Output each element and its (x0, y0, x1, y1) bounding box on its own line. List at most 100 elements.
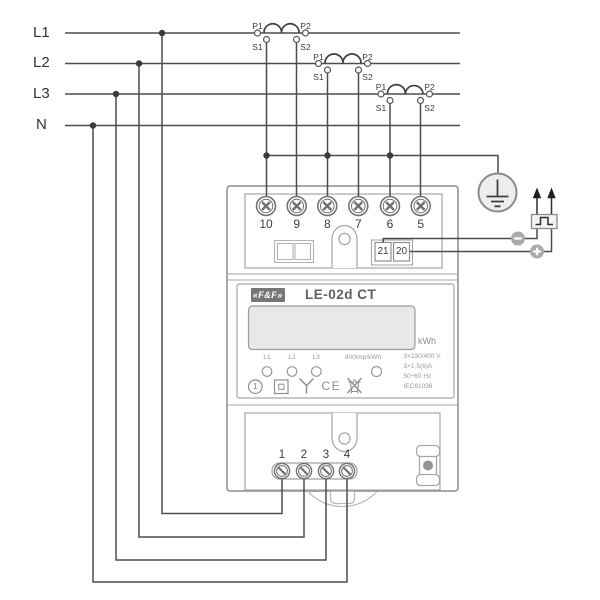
ct-p1-terminal (314, 59, 323, 68)
ce-mark: CE (321, 379, 342, 393)
ct-s1-terminal (323, 66, 332, 74)
indicator-l3-label: L3 (312, 354, 320, 362)
wye-network-icon (298, 377, 315, 394)
ct-s1-terminal (386, 96, 394, 105)
terminal-2-label: 2 (300, 449, 308, 461)
keyhole-mount-top (331, 224, 358, 268)
terminal-10-label: 10 (259, 216, 273, 231)
junction-dots (89, 29, 394, 159)
terminal-5-label: 5 (417, 216, 425, 231)
ct1-p1-label: P1 (252, 21, 263, 31)
spec-voltage: 3×230/400 V (403, 352, 441, 360)
ct1-s2-label: S2 (300, 41, 311, 52)
plus-terminal-icon (530, 244, 544, 259)
ct-p1-terminal (377, 90, 385, 98)
weee-bin-icon (347, 377, 362, 394)
screw-terminal-10 (255, 195, 277, 217)
indicator-l1-label: L1 (263, 354, 271, 362)
screw-terminal-1 (273, 462, 291, 480)
spec-frequency: 50÷60 Hz (403, 373, 432, 381)
ct2-p2-label: P2 (362, 51, 373, 62)
model-label: LE-02d CT (305, 286, 377, 302)
ct-s2-terminal (354, 66, 363, 74)
led-l2 (286, 366, 298, 377)
bottom-screw-terminals (273, 462, 356, 480)
mount-hole (338, 232, 351, 246)
din-clip-pin (423, 460, 433, 471)
ct3-s1-label: S1 (375, 102, 387, 113)
ct3-s2-label: S2 (424, 102, 435, 113)
top-screw-terminals (255, 195, 431, 217)
double-insulation-icon (273, 379, 289, 395)
din-clip (415, 444, 441, 487)
ct-p2-terminal (425, 90, 434, 98)
ct-p1-terminal (253, 29, 262, 37)
terminal-9-label: 9 (293, 216, 301, 231)
minus-terminal-icon (511, 231, 525, 246)
pulse-waveform-icon (535, 216, 553, 226)
impulse-led (370, 365, 383, 378)
wire-l3-to-terminal3 (115, 94, 327, 561)
spec-current: 3×1,5(6)A (403, 362, 433, 370)
keyhole-mount-bottom (331, 413, 358, 453)
din-rail-arc (307, 491, 378, 508)
pulse-output-device (530, 187, 558, 230)
current-transformer-2 (314, 53, 372, 74)
ct1-p2-label: P2 (300, 21, 311, 31)
neutral-label: N (36, 116, 47, 133)
screw-terminal-4 (338, 462, 356, 480)
terminal-1-label: 1 (278, 449, 286, 461)
led-l3 (310, 366, 322, 377)
unit-label: kWh (418, 336, 436, 346)
screw-terminal-9 (286, 195, 307, 217)
phase-label-l1: L1 (33, 23, 50, 41)
ct-coil (386, 83, 424, 94)
screw-terminal-5 (410, 195, 431, 217)
terminal-20-label: 20 (395, 245, 408, 257)
current-transformer-1 (253, 22, 310, 44)
terminal-7-label: 7 (354, 216, 362, 231)
seal-window (273, 239, 315, 264)
brand-logo: «F&F» (250, 288, 285, 302)
ct2-p1-label: P1 (313, 51, 324, 62)
accuracy-class-label: 1 (253, 382, 258, 391)
ct-coil (324, 53, 362, 64)
phase-label-l3: L3 (33, 84, 50, 102)
current-transformer-3 (377, 83, 434, 105)
brand-logo-text: «F&F» (252, 289, 283, 300)
din-slider-tab (329, 491, 356, 505)
wire-21-minus (382, 228, 538, 243)
ct3-p2-label: P2 (424, 82, 435, 92)
arrow-up-icons (532, 187, 556, 214)
ct2-s2-label: S2 (362, 72, 373, 82)
ct-p2-terminal (301, 29, 310, 37)
ct3-p1-label: P1 (375, 82, 387, 92)
earth-bus-wire (266, 154, 499, 174)
arrow-up-icon (532, 187, 542, 199)
bottom-terminal-strip (271, 462, 358, 480)
ct-s2-terminal (292, 35, 301, 44)
screw-terminal-8 (317, 195, 338, 217)
ct2-s1-label: S1 (313, 72, 324, 82)
screw-terminal-6 (379, 195, 401, 217)
terminal-8-label: 8 (323, 216, 331, 231)
ct1-s1-label: S1 (252, 41, 263, 52)
protective-earth-icon (477, 172, 518, 213)
ct-p2-terminal (363, 59, 372, 68)
ct-coil (263, 22, 300, 33)
ct-s2-terminal (416, 96, 425, 105)
section-dividers (227, 273, 458, 406)
wire-l2-to-terminal2 (138, 63, 305, 538)
screw-terminal-7 (348, 195, 369, 217)
screw-terminal-3 (317, 462, 335, 480)
wire-l1-to-terminal1 (161, 33, 283, 515)
spec-standard: IEC61036 (403, 383, 433, 391)
impulse-constant-label: 800imp/kWh (344, 354, 382, 362)
mount-hole (338, 432, 351, 445)
pulse-terminal-block (370, 239, 414, 266)
screw-terminal-2 (295, 462, 313, 480)
lcd-display (247, 305, 416, 351)
indicator-l2-label: L2 (288, 354, 296, 362)
